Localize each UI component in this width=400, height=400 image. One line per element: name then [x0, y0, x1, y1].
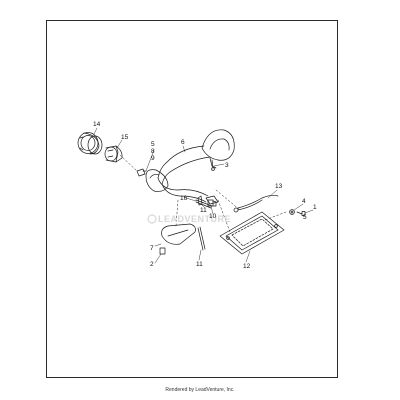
callout-10: 10: [209, 213, 217, 220]
wire-clip-part-13: [233, 194, 279, 213]
callout-7: 7: [150, 245, 154, 252]
screw-part-3: [211, 159, 215, 171]
light-bar-part-7: [161, 223, 196, 245]
callout-4: 4: [302, 198, 306, 205]
callout-1: 1: [313, 204, 317, 211]
callout-13: 13: [275, 183, 283, 190]
diagram-frame: [46, 20, 338, 378]
callout-14: 14: [93, 121, 101, 128]
callout-6: 6: [181, 139, 185, 146]
watermark-text: LEADVENTURE: [158, 214, 231, 224]
assembly-guide-lines: [119, 154, 287, 233]
watermark-logo-icon: [147, 214, 157, 224]
lamp-housing-part-14: [77, 132, 103, 155]
callout-leader-lines: [93, 127, 314, 264]
callout-9: 9: [151, 155, 155, 162]
callout-11-lower: 11: [196, 261, 203, 268]
stud-part-11-lower: [197, 226, 206, 251]
callout-12: 12: [243, 263, 251, 270]
callout-5: 5: [151, 141, 155, 148]
fastener-part-11-upper: [197, 195, 203, 206]
callout-8: 8: [151, 148, 155, 155]
callout-11-upper: 11: [200, 207, 207, 214]
callout-3: 3: [225, 162, 229, 169]
lamp-assembly-part-15: [104, 145, 123, 163]
footer-credit: Rendered by LeadVenture, Inc.: [165, 387, 235, 393]
callout-16: 16: [180, 195, 188, 202]
clip-part-2: [159, 247, 166, 255]
callout-2: 2: [150, 261, 154, 268]
socket-part-9: [136, 168, 147, 177]
tail-bracket-part-6: [145, 129, 235, 205]
license-bracket-part-12: [219, 211, 285, 255]
washer-part-4: [289, 209, 295, 215]
nut-part-10: [207, 199, 217, 207]
callout-5-right: 5: [303, 214, 307, 221]
bolt-part-5: [296, 211, 306, 216]
callout-15: 15: [121, 134, 129, 141]
